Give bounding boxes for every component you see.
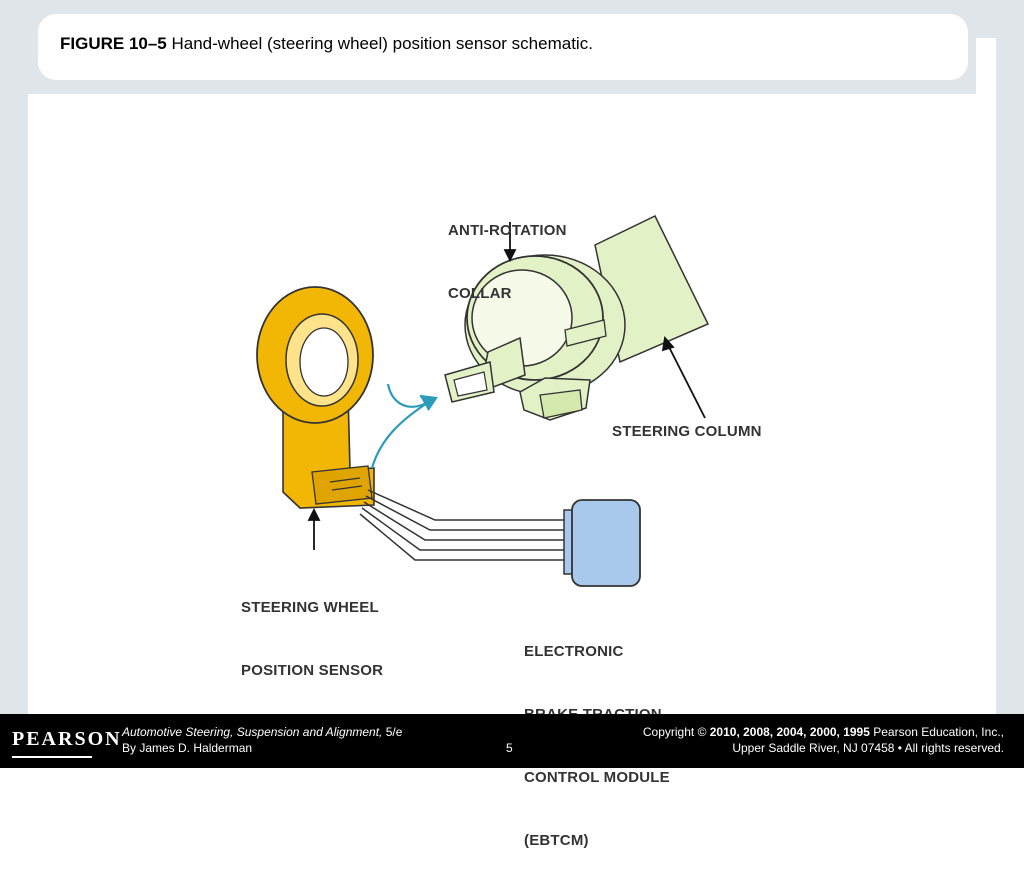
- figure-title: FIGURE 10–5 Hand-wheel (steering wheel) …: [60, 34, 593, 54]
- page-number: 5: [506, 741, 513, 755]
- sensor-schematic: [256, 215, 710, 587]
- figure-number: FIGURE 10–5: [60, 34, 167, 53]
- title-box: [38, 14, 968, 80]
- collar-label-line1: ANTI-ROTATION: [448, 222, 567, 239]
- copyright-holder: Pearson Education, Inc.,: [869, 725, 1004, 739]
- sensor-label: STEERING WHEEL POSITION SENSOR: [241, 555, 383, 702]
- book-title: Automotive Steering, Suspension and Alig…: [122, 725, 402, 739]
- figure-caption: Hand-wheel (steering wheel) position sen…: [171, 34, 593, 53]
- collar-label: ANTI-ROTATION COLLAR: [448, 178, 567, 325]
- ebtcm-label-line3: CONTROL MODULE: [524, 769, 670, 786]
- installation-arrows: [370, 383, 438, 469]
- logo-underline: [12, 756, 92, 758]
- steering-wheel-position-sensor: [256, 286, 375, 509]
- copyright-address: Upper Saddle River, NJ 07458 • All right…: [732, 741, 1004, 755]
- pearson-logo: PEARSON: [12, 728, 122, 750]
- book-edition: 5/e: [382, 725, 403, 739]
- copyright-years: 2010, 2008, 2004, 2000, 1995: [709, 725, 870, 739]
- sensor-label-line1: STEERING WHEEL: [241, 599, 379, 616]
- steering-column-label: STEERING COLUMN: [612, 423, 762, 440]
- copyright-line: Copyright © 2010, 2008, 2004, 2000, 1995…: [643, 725, 1004, 739]
- copyright-prefix: Copyright ©: [642, 725, 710, 739]
- pointer-arrows: [307, 222, 706, 550]
- collar-label-line2: COLLAR: [448, 285, 512, 302]
- anti-rotation-collar: [444, 255, 607, 421]
- sensor-label-line2: POSITION SENSOR: [241, 662, 384, 679]
- ebtcm-connector: [563, 499, 641, 587]
- ebtcm-label-line4: (EBTCM): [524, 832, 589, 849]
- book-title-text: Automotive Steering, Suspension and Alig…: [122, 725, 383, 739]
- wire-harness: [359, 489, 565, 561]
- ebtcm-label-line1: ELECTRONIC: [524, 643, 624, 660]
- footer-bar: PEARSON Automotive Steering, Suspension …: [0, 714, 1024, 768]
- book-author: By James D. Halderman: [122, 741, 253, 755]
